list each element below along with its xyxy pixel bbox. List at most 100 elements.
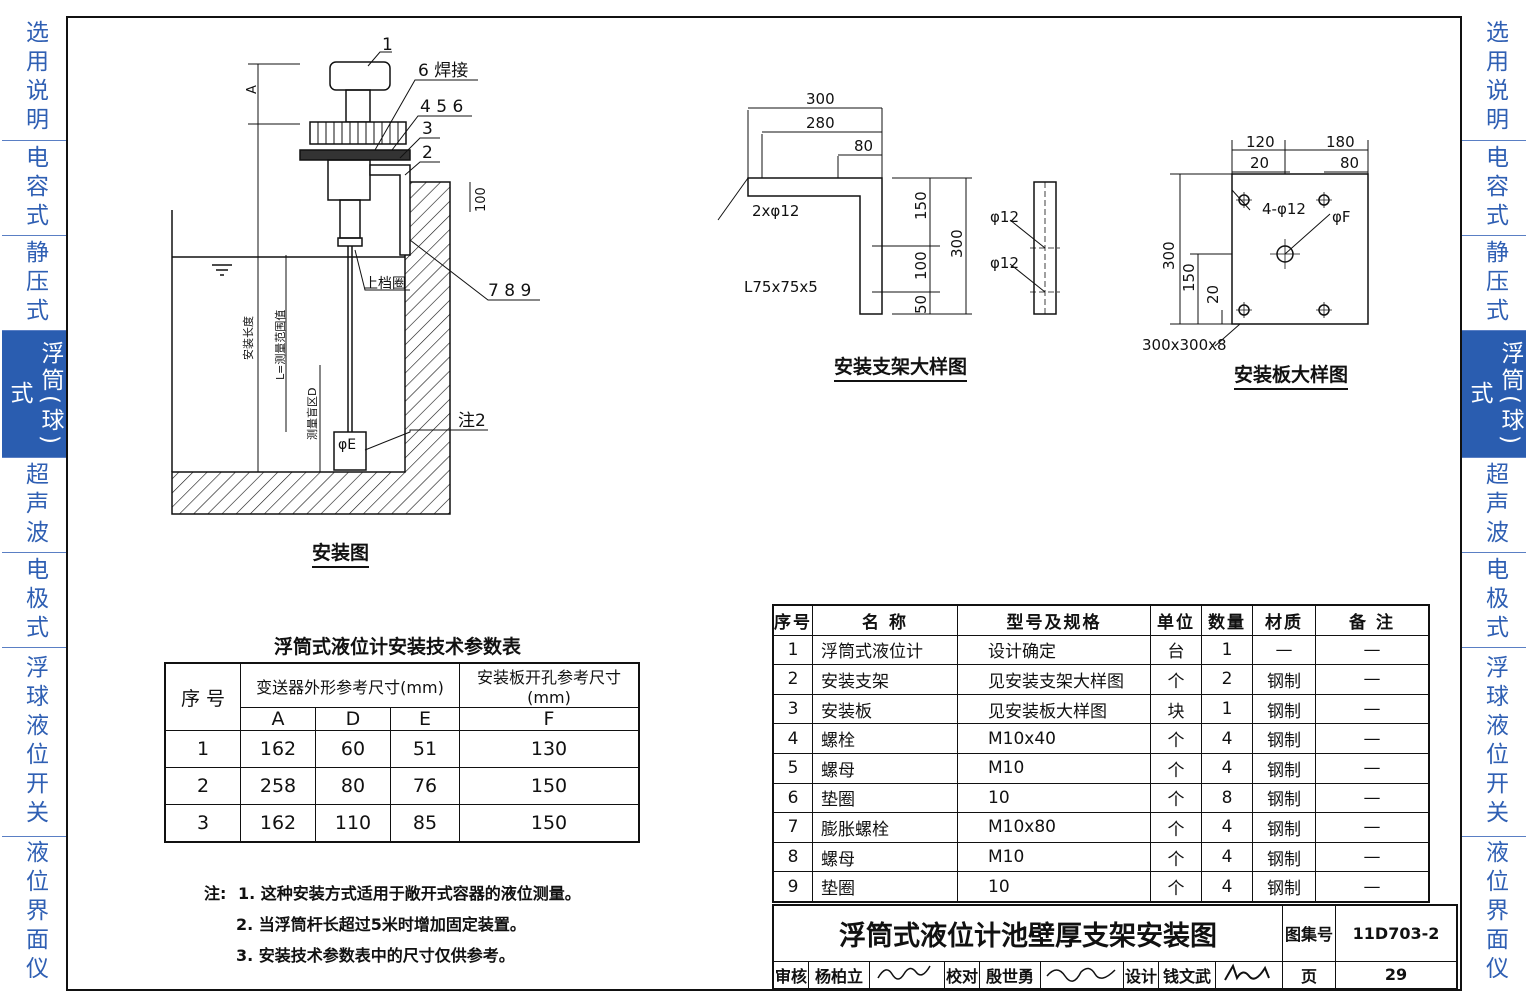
sidebar-item-usage[interactable]: 选用说明	[2, 16, 66, 141]
bom-cell: —	[1252, 634, 1316, 666]
bom-cell: 2	[772, 664, 813, 695]
sidebar-item-float[interactable]: 浮筒(球)式	[2, 331, 66, 458]
notes: 注: 1. 这种安装方式适用于敞开式容器的液位测量。 2. 当浮筒杆长超过5米时…	[204, 878, 581, 971]
sidebar-item-interface[interactable]: 液位界面仪	[1462, 837, 1526, 987]
bom-cell: M10	[957, 752, 1151, 784]
param-cell: 51	[390, 730, 460, 768]
bom-cell: 4	[1201, 871, 1253, 903]
bom-cell: 4	[1201, 841, 1253, 873]
sidebar-item-label: 电容式	[1481, 144, 1508, 232]
sidebar-item-float[interactable]: 浮筒(球)式	[1462, 331, 1526, 458]
sidebar-item-label: 超声波	[1481, 461, 1508, 549]
sidebar-item-label: 超声波	[21, 461, 48, 549]
param-table: 序 号 变送器外形参考尺寸(mm) 安装板开孔参考尺寸(mm) A D E F …	[164, 662, 640, 843]
sidebar-item-electrode[interactable]: 电极式	[1462, 553, 1526, 648]
bom-cell: 个	[1150, 841, 1202, 873]
bom-cell: 螺母	[812, 841, 958, 873]
bom-cell: —	[1315, 664, 1430, 695]
sidebar-item-label: 静压式	[1481, 239, 1508, 327]
param-cell: 258	[240, 767, 316, 805]
bom-cell: 4	[1201, 723, 1253, 754]
sidebar-item-electrode[interactable]: 电极式	[2, 553, 66, 648]
bom-cell: 钢制	[1252, 812, 1316, 843]
bom-cell: 见安装板大样图	[957, 693, 1151, 725]
bom-header-spec: 型号及规格	[957, 604, 1151, 636]
sidebar-item-label: 液位界面仪	[21, 839, 48, 985]
drawing-frame	[66, 16, 1462, 991]
bom-header-unit: 单位	[1150, 604, 1202, 636]
param-header-group1: 变送器外形参考尺寸(mm)	[240, 662, 460, 708]
bom-cell: 个	[1150, 782, 1202, 814]
bom-header-name: 名 称	[812, 604, 958, 636]
plate-caption: 安装板大样图	[1234, 360, 1349, 390]
bom-cell: M10	[957, 841, 1151, 873]
bom-cell: 1	[1201, 693, 1253, 725]
sidebar-item-float-switch[interactable]: 浮球液位开关	[2, 648, 66, 837]
param-cell: 76	[390, 767, 460, 805]
bom-cell: 4	[1201, 812, 1253, 843]
table-row: 3 162 110 85 150	[164, 804, 640, 842]
sidebar-item-ultrasonic[interactable]: 超声波	[2, 458, 66, 553]
sidebar-item-usage[interactable]: 选用说明	[1462, 16, 1526, 141]
sidebar-item-label: 浮球液位开关	[1481, 655, 1508, 829]
bom-cell: 钢制	[1252, 871, 1316, 903]
sidebar-item-static-pressure[interactable]: 静压式	[2, 236, 66, 331]
bom-cell: 台	[1150, 634, 1202, 666]
sidebar-item-ultrasonic[interactable]: 超声波	[1462, 458, 1526, 553]
check-name: 殷世勇	[979, 960, 1041, 989]
review-name: 杨柏立	[808, 960, 870, 989]
atlas-label: 图集号	[1282, 904, 1336, 962]
bom-cell: 6	[772, 782, 813, 814]
bom-cell: 8	[772, 841, 813, 873]
sidebar-item-interface[interactable]: 液位界面仪	[2, 837, 66, 987]
check-signature	[1040, 960, 1124, 989]
param-cell: 162	[240, 730, 316, 768]
page-number: 29	[1335, 960, 1458, 989]
bom-header-seq: 序号	[772, 604, 813, 636]
bom-cell: —	[1315, 782, 1430, 814]
sidebar-item-static-pressure[interactable]: 静压式	[1462, 236, 1526, 331]
bom-cell: 4	[772, 723, 813, 754]
review-signature	[869, 960, 945, 989]
bom-cell: 螺栓	[812, 723, 958, 754]
param-header-group2: 安装板开孔参考尺寸(mm)	[459, 662, 640, 708]
title-block: 浮筒式液位计池壁厚支架安装图 图集号 11D703-2 审核 杨柏立 校对 殷世…	[772, 904, 1458, 990]
bom-cell: 个	[1150, 812, 1202, 843]
note-item: 2. 当浮筒杆长超过5米时增加固定装置。	[236, 915, 526, 934]
install-caption: 安装图	[312, 538, 370, 568]
bom-header-qty: 数量	[1201, 604, 1253, 636]
sidebar-item-label: 浮球液位开关	[21, 655, 48, 829]
sidebar-item-label: 选用说明	[21, 20, 48, 136]
param-header-F: F	[459, 707, 640, 731]
bom-cell: 4	[1201, 752, 1253, 784]
page-label: 页	[1282, 960, 1336, 989]
bom-cell: 螺母	[812, 752, 958, 784]
param-cell: 150	[459, 804, 640, 842]
left-sidebar: 选用说明 电容式 静压式 浮筒(球)式 超声波 电极式 浮球液位开关 液位界面仪	[2, 16, 66, 987]
sidebar-item-float-switch[interactable]: 浮球液位开关	[1462, 648, 1526, 837]
sidebar-item-label: 电极式	[1481, 556, 1508, 644]
sidebar-item-capacitive[interactable]: 电容式	[1462, 141, 1526, 236]
note-item: 3. 安装技术参数表中的尺寸仅供参考。	[236, 946, 515, 965]
bom-cell: 8	[1201, 782, 1253, 814]
param-header-seq: 序 号	[164, 662, 241, 731]
bom-cell: 钢制	[1252, 664, 1316, 695]
bom-cell: —	[1315, 693, 1430, 725]
bom-cell: M10x40	[957, 723, 1151, 754]
bom-cell: 块	[1150, 693, 1202, 725]
param-cell: 3	[164, 804, 241, 842]
param-header-A: A	[240, 707, 316, 731]
bom-cell: 设计确定	[957, 634, 1151, 666]
bom-cell: 个	[1150, 664, 1202, 695]
bom-cell: 钢制	[1252, 782, 1316, 814]
notes-prefix: 注:	[204, 884, 227, 903]
sidebar-item-capacitive[interactable]: 电容式	[2, 141, 66, 236]
sidebar-item-label: 浮筒(球)式	[1466, 340, 1523, 448]
param-header-E: E	[390, 707, 460, 731]
param-cell: 162	[240, 804, 316, 842]
